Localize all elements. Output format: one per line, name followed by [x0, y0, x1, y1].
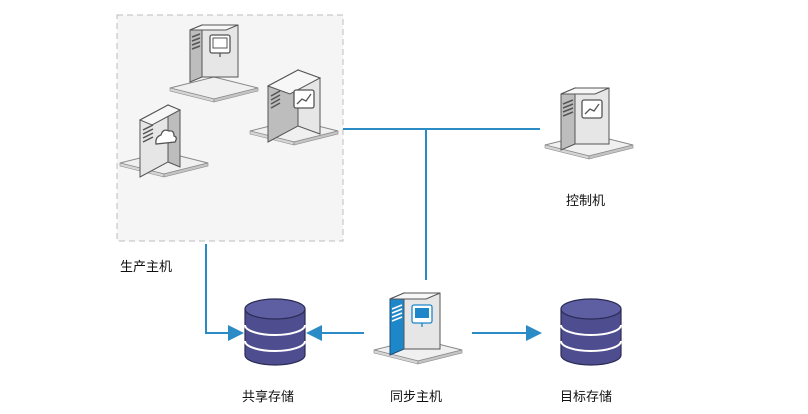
production-server-2 [119, 104, 209, 178]
target-storage-database [560, 298, 622, 366]
control-machine-label: 控制机 [566, 194, 606, 209]
chart-icon [293, 89, 315, 109]
monitor-icon [209, 34, 231, 57]
shared-storage-label: 共享存储 [242, 390, 295, 405]
cloud-icon [155, 129, 177, 145]
production-server-1 [169, 24, 259, 103]
chart-icon [581, 99, 603, 119]
control-machine [544, 87, 634, 160]
shared-storage-database [244, 298, 306, 366]
production-server-3 [249, 69, 339, 146]
sync-host-server [373, 292, 463, 365]
connector-lines [205, 128, 542, 341]
monitor-icon [411, 304, 433, 327]
production-hosts-label: 生产主机 [120, 260, 173, 275]
sync-host-label: 同步主机 [390, 390, 443, 405]
connector-group-to-shared-storage [205, 244, 244, 341]
target-storage-label: 目标存储 [560, 390, 613, 405]
